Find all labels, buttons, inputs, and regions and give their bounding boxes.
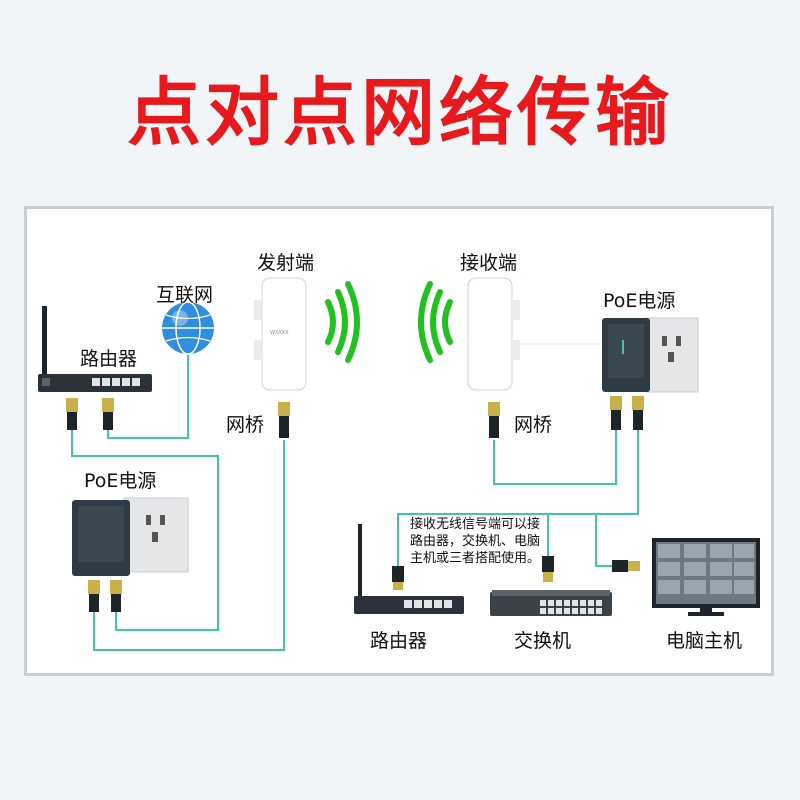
rj45-plug-icon bbox=[110, 580, 122, 612]
rj45-plug-icon bbox=[278, 402, 290, 438]
bridge-transmitter-icon: WXXXX bbox=[254, 278, 306, 390]
internet-globe-icon bbox=[162, 302, 214, 354]
label-receiver: 接收端 bbox=[460, 248, 517, 275]
switch-icon bbox=[490, 590, 612, 616]
rj45-plug-icon bbox=[632, 396, 644, 430]
label-bridge-left: 网桥 bbox=[226, 410, 264, 437]
label-pc-host: 电脑主机 bbox=[666, 626, 742, 653]
label-poe-right: PoE电源 bbox=[603, 286, 675, 313]
label-router-bottom: 路由器 bbox=[370, 626, 427, 653]
svg-text:WXXXX: WXXXX bbox=[270, 330, 289, 336]
label-poe-left: PoE电源 bbox=[84, 466, 156, 493]
poe-adapter-right-icon bbox=[602, 318, 698, 392]
rj45-plug-icon bbox=[610, 396, 622, 430]
rj45-plug-icon bbox=[392, 566, 404, 590]
wifi-signal-in-icon bbox=[421, 284, 450, 360]
rj45-plug-icon bbox=[66, 398, 78, 430]
poe-adapter-left-icon bbox=[72, 498, 188, 576]
label-switch: 交换机 bbox=[514, 626, 571, 653]
cable-bridge-poe-right bbox=[494, 430, 616, 484]
bridge-receiver-icon bbox=[468, 278, 520, 390]
rj45-plug-icon bbox=[488, 402, 500, 438]
cable-to-pc bbox=[596, 514, 628, 566]
wifi-signal-out-icon bbox=[328, 284, 357, 360]
rj45-plug-icon bbox=[102, 398, 114, 430]
label-transmitter: 发射端 bbox=[257, 248, 314, 275]
monitor-icon bbox=[652, 538, 760, 616]
rj45-plug-icon bbox=[612, 560, 640, 572]
label-router-left: 路由器 bbox=[80, 344, 137, 371]
connection-note: 接收无线信号端可以接路由器，交换机、电脑主机或三者搭配使用。 bbox=[410, 516, 546, 567]
label-internet: 互联网 bbox=[156, 280, 213, 307]
rj45-plug-icon bbox=[88, 580, 100, 612]
label-bridge-right: 网桥 bbox=[514, 410, 552, 437]
